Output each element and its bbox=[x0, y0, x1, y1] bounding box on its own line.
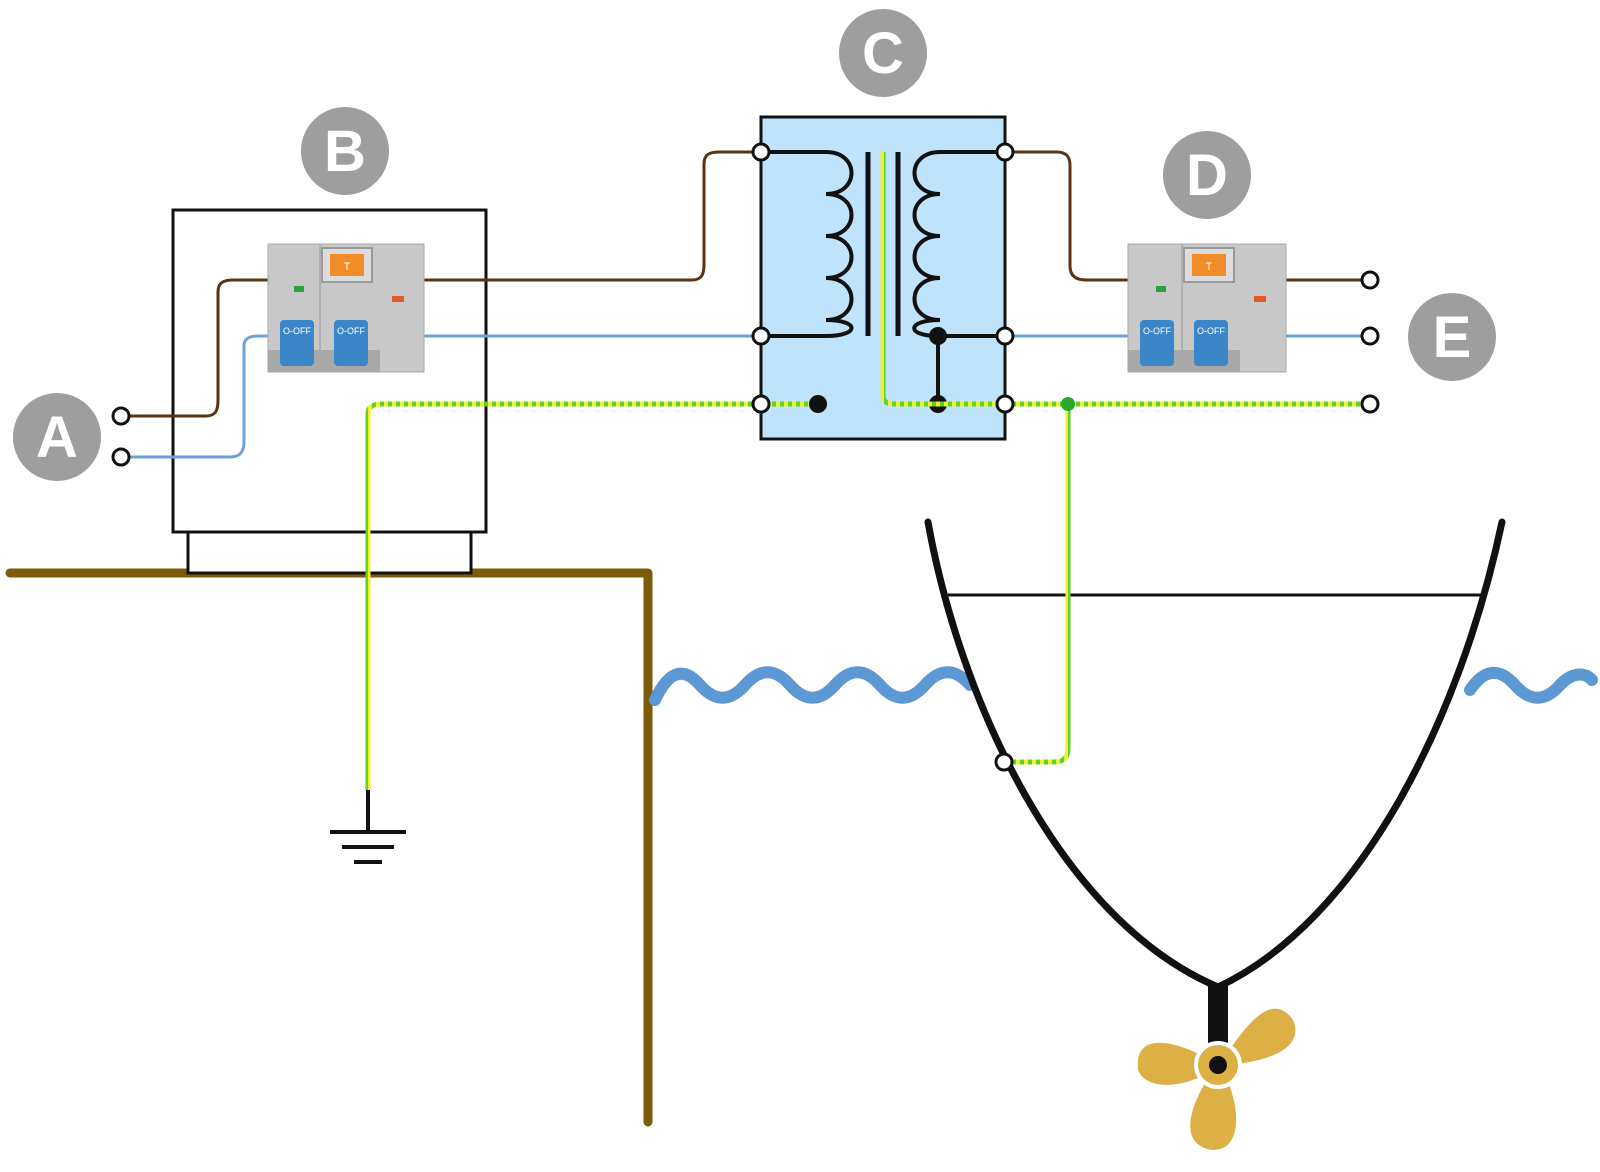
callout-a-label: A bbox=[36, 405, 78, 470]
hull-bond-wire bbox=[1004, 404, 1071, 765]
isolation-transformer bbox=[759, 115, 1007, 441]
shore-earth-wire bbox=[365, 401, 761, 790]
earth-ground-icon bbox=[330, 790, 406, 864]
breaker-window-label: T bbox=[344, 261, 351, 273]
earth-junction-dot bbox=[1061, 397, 1075, 411]
breaker-window-label: T bbox=[1206, 261, 1213, 273]
transformer-primary-earth-terminal bbox=[751, 394, 771, 414]
callout-e-label: E bbox=[1433, 305, 1472, 370]
breaker-switch-left[interactable]: O-OFF bbox=[280, 320, 314, 366]
propeller-shaft bbox=[1208, 985, 1228, 1057]
live-wire-input bbox=[122, 278, 270, 418]
breaker-switch-left[interactable]: O-OFF bbox=[1140, 320, 1174, 366]
callout-b: B bbox=[301, 107, 389, 195]
primary-winding bbox=[761, 150, 854, 338]
callout-a: A bbox=[13, 393, 101, 481]
callout-b-label: B bbox=[324, 119, 366, 184]
status-led-red bbox=[392, 296, 404, 302]
terminals bbox=[111, 142, 1380, 772]
neutral-wire-input bbox=[122, 334, 270, 459]
water-waves-left bbox=[649, 666, 976, 706]
hull-bond-terminal bbox=[994, 752, 1014, 772]
input-terminal-live bbox=[111, 406, 131, 426]
water-waves-right bbox=[1464, 666, 1598, 704]
callout-e: E bbox=[1408, 293, 1496, 381]
status-led-green bbox=[294, 286, 304, 292]
breaker-switch-left-label: O-OFF bbox=[283, 326, 311, 336]
breaker-switch-right-label: O-OFF bbox=[1197, 326, 1225, 336]
transformer-secondary-earth-terminal bbox=[995, 394, 1015, 414]
transformer-secondary-live-terminal bbox=[995, 142, 1015, 162]
output-terminal-live bbox=[1360, 270, 1380, 290]
dock-line bbox=[5, 568, 653, 1127]
primary-earth-dot bbox=[809, 395, 827, 413]
callout-c-label: C bbox=[862, 21, 904, 86]
callout-d: D bbox=[1163, 131, 1251, 219]
breaker-switch-right-label: O-OFF bbox=[337, 326, 365, 336]
bond-dot-top bbox=[929, 327, 947, 345]
pedestal-base bbox=[186, 530, 473, 575]
transformer-secondary-neutral-terminal bbox=[995, 326, 1015, 346]
transformer-primary-neutral-terminal bbox=[751, 326, 771, 346]
breaker-switch-left-label: O-OFF bbox=[1143, 326, 1171, 336]
output-terminal-neutral bbox=[1360, 326, 1380, 346]
shore-breaker: T O-OFF O-OFF bbox=[267, 243, 425, 373]
input-terminal-neutral bbox=[111, 447, 131, 467]
output-terminal-earth bbox=[1360, 394, 1380, 414]
boat-breaker: T O-OFF O-OFF bbox=[1127, 243, 1287, 373]
status-led-green bbox=[1156, 286, 1166, 292]
hull-outline bbox=[924, 518, 1506, 991]
live-wire-to-transformer bbox=[424, 150, 761, 282]
status-led-red bbox=[1254, 296, 1266, 302]
boat-hull bbox=[924, 518, 1506, 1057]
propeller-icon bbox=[1137, 1008, 1296, 1150]
callout-d-label: D bbox=[1186, 143, 1228, 208]
shield-earth-wire bbox=[880, 152, 1005, 407]
breaker-switch-right[interactable]: O-OFF bbox=[1194, 320, 1228, 366]
transformer-primary-live-terminal bbox=[751, 142, 771, 162]
secondary-winding bbox=[912, 150, 1005, 338]
live-wire-to-boat-breaker bbox=[1005, 150, 1128, 282]
breaker-switch-right[interactable]: O-OFF bbox=[334, 320, 368, 366]
callout-c: C bbox=[839, 9, 927, 97]
